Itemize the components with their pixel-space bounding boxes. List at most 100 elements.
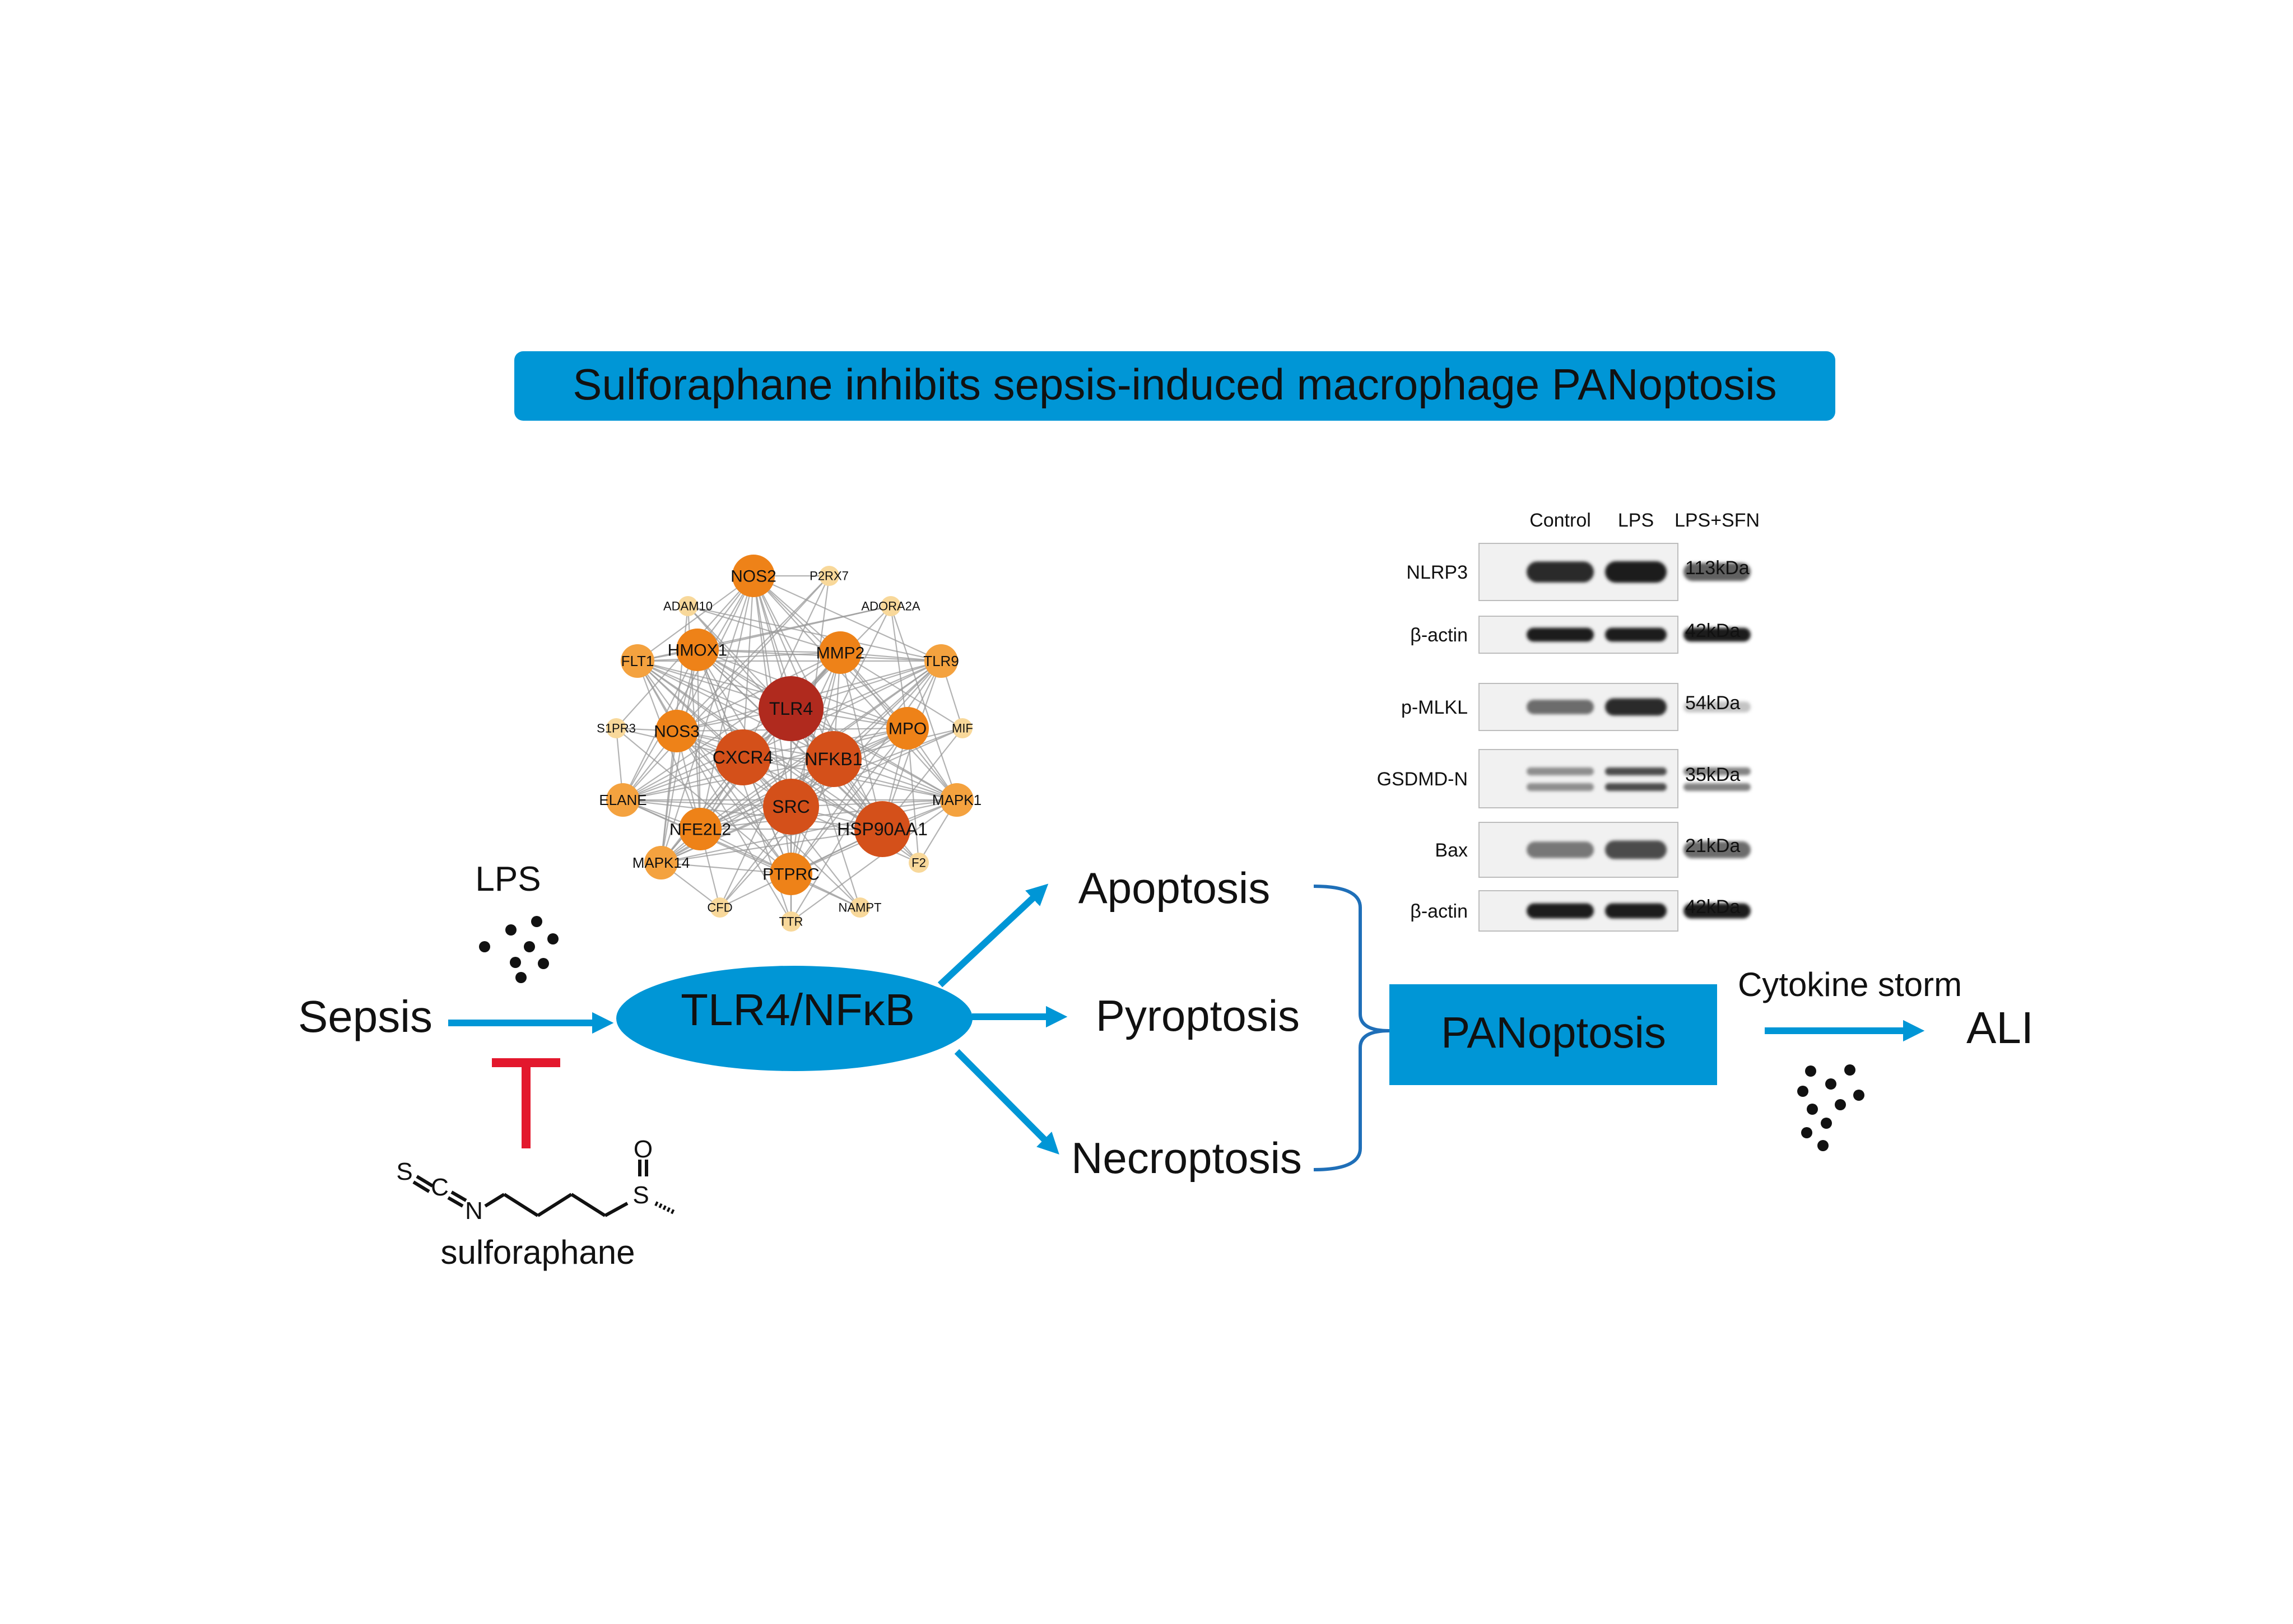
blot-protein-label: β-actin — [1410, 901, 1468, 922]
network-edge — [906, 728, 920, 863]
network-node-circle — [606, 783, 640, 817]
network-node: MAPK14 — [632, 846, 690, 880]
network-node-label: PTPRC — [762, 865, 820, 884]
network-node-label: NOS3 — [654, 723, 700, 741]
network-node-circle — [732, 555, 775, 597]
network-node-label: NOS2 — [731, 567, 776, 586]
network-node-label: HSP90AA1 — [837, 819, 928, 839]
sulforaphane-structure — [412, 1160, 676, 1217]
atom-o: O — [634, 1136, 653, 1163]
network-node-label: ADAM10 — [663, 599, 713, 613]
atom-n: N — [465, 1197, 483, 1225]
network-edge — [696, 649, 701, 830]
blot-band — [1605, 698, 1667, 716]
network-node: S1PR3 — [597, 718, 636, 738]
blot-column-label: LPS+SFN — [1675, 510, 1760, 531]
pyroptosis-label: Pyroptosis — [1096, 991, 1300, 1040]
network-edge — [622, 799, 883, 830]
network-node-circle — [854, 801, 910, 857]
arrow-to-necroptosis — [954, 1049, 1059, 1155]
pathway-ellipse — [616, 966, 973, 1071]
blot-band — [1605, 783, 1667, 791]
network-edge — [840, 652, 963, 729]
network-edge — [661, 862, 792, 875]
network-edge — [790, 660, 942, 807]
blot-band — [1683, 767, 1751, 775]
blot-band — [1605, 840, 1667, 859]
ali-label: ALI — [1966, 1003, 2034, 1053]
network-node-circle — [606, 718, 626, 738]
network-node-label: TLR4 — [769, 699, 813, 719]
network-edge — [790, 728, 908, 922]
blot-band — [1683, 903, 1751, 919]
network-node: FLT1 — [621, 644, 654, 678]
blot-size-label: 42kDa — [1685, 896, 1740, 918]
network-edge — [742, 575, 755, 758]
network-node-circle — [678, 596, 698, 616]
network-edge — [637, 652, 841, 662]
network-node-label: SRC — [772, 797, 810, 817]
network-node-circle — [850, 897, 870, 918]
network-node-label: FLT1 — [621, 653, 654, 669]
network-node-circle — [819, 631, 862, 674]
network-node-label: P2RX7 — [810, 569, 849, 583]
blot-band — [1683, 841, 1751, 859]
network-node-label: MPO — [889, 720, 927, 738]
network-edge — [661, 828, 883, 864]
network-edge — [790, 728, 908, 874]
network-node: NOS2 — [731, 555, 776, 597]
blot-column-label: LPS — [1618, 510, 1654, 531]
network-node-label: NFE2L2 — [669, 821, 731, 839]
network-node-circle — [644, 846, 678, 880]
network-node-circle — [819, 566, 839, 586]
network-node-circle — [710, 897, 730, 918]
blot-protein-label: β-actin — [1410, 625, 1468, 646]
network-edge — [752, 575, 835, 760]
network-edge — [637, 660, 792, 922]
network-node: PTPRC — [762, 853, 820, 895]
blot-band — [1683, 783, 1751, 791]
blot-band — [1605, 561, 1667, 583]
network-node-circle — [924, 644, 958, 678]
network-node-label: ELANE — [599, 792, 646, 808]
blot-band — [1605, 627, 1667, 642]
blot-protein-label: NLRP3 — [1406, 562, 1468, 583]
blot-band — [1683, 701, 1751, 713]
lps-label: LPS — [475, 860, 541, 899]
lps-particles — [479, 916, 559, 983]
network-edge — [700, 799, 957, 830]
inhibition-symbol — [492, 1058, 560, 1148]
network-node-label: ADORA2A — [861, 599, 920, 613]
network-edge — [753, 575, 957, 801]
network-node-circle — [759, 676, 824, 741]
network-edge — [637, 660, 792, 807]
network-edge — [622, 575, 830, 801]
network-edge — [676, 575, 830, 732]
blot-band — [1527, 783, 1594, 791]
network-edge — [676, 652, 841, 732]
network-node: P2RX7 — [810, 566, 849, 586]
blot-protein-label: p-MLKL — [1401, 697, 1468, 718]
network-edge — [660, 575, 755, 863]
page-title: Sulforaphane inhibits sepsis-induced mac… — [573, 360, 1776, 409]
network-node-label: HMOX1 — [668, 641, 728, 660]
panoptosis-box — [1389, 984, 1717, 1085]
network-edge — [753, 575, 942, 662]
network-edge — [687, 605, 942, 662]
pathway-label: TLR4/NFκB — [681, 985, 915, 1035]
sulforaphane-label: sulforaphane — [441, 1234, 635, 1271]
network-node-circle — [621, 644, 654, 678]
network-node-label: MAPK14 — [632, 854, 690, 871]
network-node-label: MAPK1 — [932, 792, 982, 808]
panoptosis-label: PANoptosis — [1441, 1008, 1666, 1057]
network-edge — [687, 605, 841, 654]
network-node-label: MIF — [952, 722, 973, 736]
cytokine-particles — [1797, 1064, 1864, 1151]
necroptosis-label: Necroptosis — [1071, 1133, 1302, 1183]
network-node-circle — [881, 596, 901, 616]
network-node-label: TTR — [779, 915, 803, 929]
atom-s1: S — [396, 1158, 412, 1185]
network-node: HMOX1 — [668, 629, 728, 671]
